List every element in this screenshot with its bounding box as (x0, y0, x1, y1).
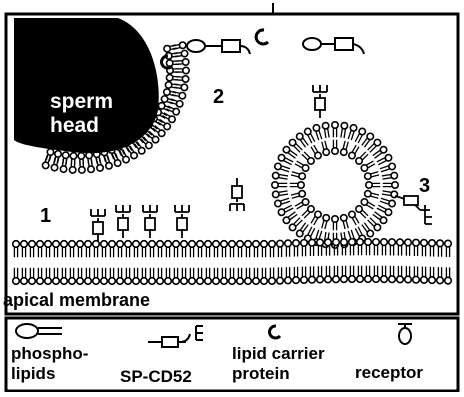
sp-cd52-icon (148, 326, 203, 347)
phospholipid-icon (16, 324, 62, 338)
diagram-drawing (0, 0, 464, 316)
apical-membrane-label: apical membrane (3, 291, 150, 309)
vesicle-bilayer (272, 122, 398, 248)
legend-carrier-line-2: protein (232, 364, 325, 384)
receptor-icon (398, 324, 412, 344)
sperm-head-line-2: head (50, 114, 113, 138)
step-2-label: 2 (213, 87, 224, 107)
legend-phospholipid-label: phospho- lipids (11, 344, 88, 385)
legend-phospholipid-line-2: lipids (11, 364, 88, 384)
carrier-complex-1 (187, 30, 268, 54)
legend-carrier-line-1: lipid carrier (232, 344, 325, 364)
sperm-head-line-1: sperm (50, 90, 113, 114)
diagram-panel: sperm head 1 2 3 apical membrane (0, 0, 464, 316)
sperm-head-label: sperm head (50, 90, 113, 138)
legend-phospholipid-line-1: phospho- (11, 344, 88, 364)
step-3-label: 3 (419, 176, 430, 196)
lipid-carrier-icon (270, 326, 280, 338)
legend-carrier-label: lipid carrier protein (232, 344, 325, 385)
legend-panel: phospho- lipids SP-CD52 lipid carrier pr… (0, 316, 464, 392)
apical-membrane-bilayer (13, 239, 452, 285)
legend-receptor-label: receptor (355, 364, 423, 381)
legend-sp-cd52-label: SP-CD52 (120, 368, 192, 385)
carrier-complex-2 (303, 38, 364, 54)
step-1-label: 1 (40, 206, 51, 226)
